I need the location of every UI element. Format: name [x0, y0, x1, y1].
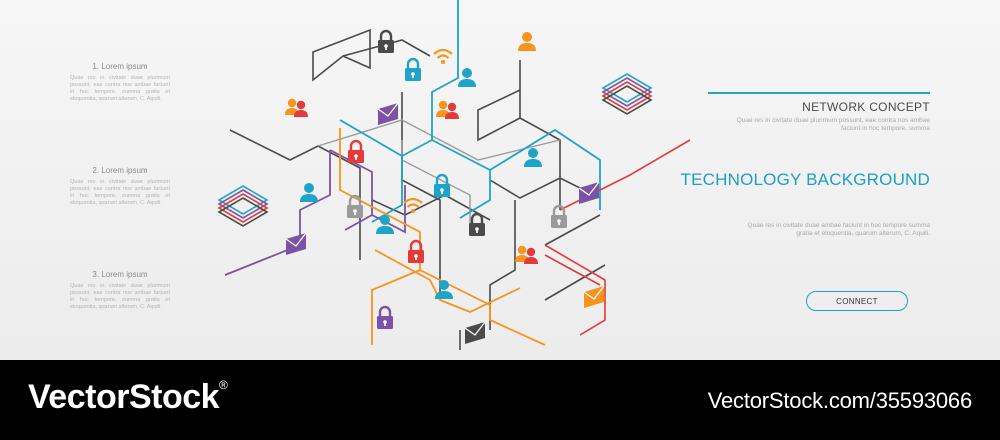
lock-icon	[375, 305, 395, 331]
technology-background-text: Quae res in civitate duae ambae faciunt …	[747, 222, 930, 237]
mail-icon	[285, 232, 307, 256]
network-concept-text: Quae res in civitate duae plurimum possu…	[736, 117, 930, 132]
mail-icon	[464, 321, 486, 345]
lock-icon	[549, 204, 569, 230]
users-icon	[515, 245, 538, 264]
network-illustration	[218, 0, 691, 350]
user-icon	[458, 68, 476, 87]
lock-icon	[406, 239, 426, 265]
side-item-title: 2. Lorem ipsum	[92, 166, 148, 175]
connect-button[interactable]: CONNECT	[806, 291, 908, 311]
wifi-icon	[432, 48, 454, 66]
side-item-2: 2. Lorem ipsum Quae res in civitate duae…	[70, 166, 170, 207]
side-item-text: Quae res in civitate duae plurimum possu…	[70, 179, 170, 206]
mail-icon	[578, 181, 600, 205]
accent-rule	[708, 92, 930, 94]
network-lines-blue	[339, 0, 601, 223]
side-item-text: Quae res in civitate duae plurimum possu…	[70, 75, 170, 102]
lock-icon	[467, 212, 487, 238]
side-item-title: 3. Lorem ipsum	[92, 270, 148, 279]
users-icon	[436, 100, 459, 119]
user-icon	[300, 183, 318, 202]
side-item-title: 1. Lorem ipsum	[92, 62, 148, 71]
image-id: VectorStock.com/35593066	[707, 388, 972, 413]
side-item-1: 1. Lorem ipsum Quae res in civitate duae…	[70, 62, 170, 103]
user-icon	[518, 32, 536, 51]
wifi-icon	[402, 197, 424, 215]
network-lines-red	[544, 139, 691, 336]
layers-icon	[218, 185, 268, 227]
mail-icon	[583, 285, 605, 309]
lock-icon	[432, 173, 452, 199]
user-icon	[524, 148, 542, 167]
hero-canvas: 1. Lorem ipsum Quae res in civitate duae…	[0, 0, 1000, 360]
users-icon	[285, 98, 308, 117]
trademark-mark: ®	[219, 378, 228, 392]
network-lines-purple	[224, 149, 406, 276]
lock-icon	[376, 29, 396, 55]
lock-icon	[345, 194, 365, 220]
lock-icon	[403, 57, 423, 83]
user-icon	[435, 280, 453, 299]
side-item-text: Quae res in civitate duae plurimum possu…	[70, 283, 170, 310]
technology-background-heading: TECHNOLOGY BACKGROUND	[680, 170, 930, 189]
brand-logo: VectorStock®	[28, 378, 228, 417]
lock-icon	[346, 139, 366, 165]
watermark-bar: VectorStock® VectorStock.com/35593066	[0, 360, 1000, 440]
network-concept-heading: NETWORK CONCEPT	[802, 100, 930, 114]
layers-icon	[602, 73, 652, 115]
side-item-3: 3. Lorem ipsum Quae res in civitate duae…	[70, 270, 170, 311]
brand-name: VectorStock	[28, 378, 220, 416]
